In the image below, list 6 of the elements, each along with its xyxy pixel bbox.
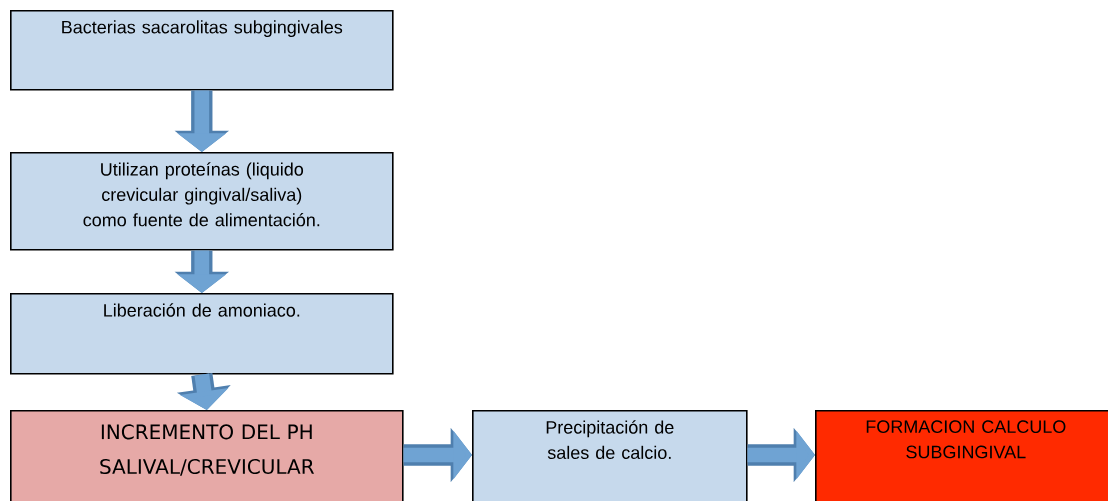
process-box: Utilizan proteínas (liquido crevicular gingival/saliva) como fuente de alimentación. [10, 152, 394, 251]
process-box: Liberación de amoniaco. [10, 293, 394, 375]
highlight-box: INCREMENTO DEL PH SALIVAL/CREVICULAR [10, 410, 404, 501]
process-box: Bacterias sacarolitas subgingivales [10, 10, 394, 91]
process-box: Precipitación de sales de calcio. [472, 410, 748, 501]
process-box: FORMACION CALCULO SUBGINGIVAL [815, 410, 1108, 501]
